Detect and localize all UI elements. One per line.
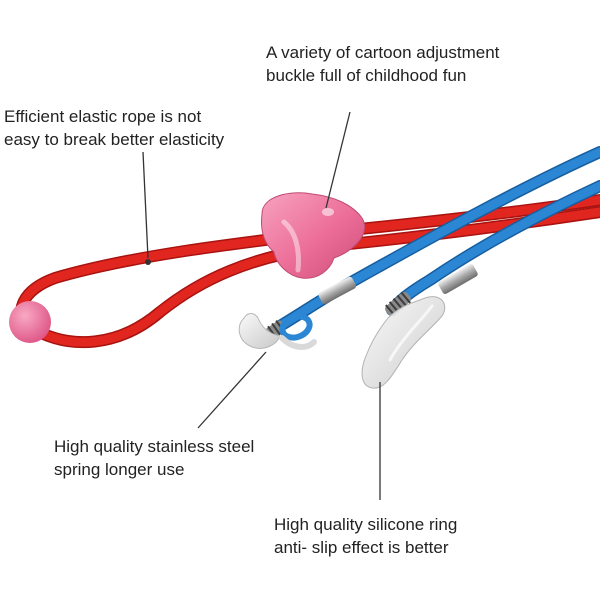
metal-sleeve-right [438,264,478,294]
leader-line-buckle [325,111,351,209]
callout-spring-line1: High quality stainless steel [54,437,255,456]
pink-adjustment-buckle [261,192,366,279]
callout-buckle-line1: A variety of cartoon adjustment [266,43,500,62]
callout-spring: High quality stainless steel spring long… [54,435,254,481]
red-elastic-rope [15,194,600,349]
callout-ring-line1: High quality silicone ring [274,515,458,534]
metal-sleeve-left [318,276,357,305]
callout-ring-line2: anti- slip effect is better [274,538,449,557]
callout-rope-line1: Efficient elastic rope is not [4,107,202,126]
leader-line-spring [197,351,267,429]
callout-buckle: A variety of cartoon adjustment buckle f… [266,41,499,87]
callout-rope-line2: easy to break better elasticity [4,130,225,149]
leader-line-rope [142,151,149,259]
right-cord-end [361,264,478,389]
pink-bead [9,301,51,343]
left-cord-end [238,276,357,350]
callout-buckle-line2: buckle full of childhood fun [266,66,467,85]
callout-spring-line2: spring longer use [54,460,185,479]
callout-rope: Efficient elastic rope is not easy to br… [4,105,224,151]
callout-ring: High quality silicone ring anti- slip ef… [274,513,457,559]
